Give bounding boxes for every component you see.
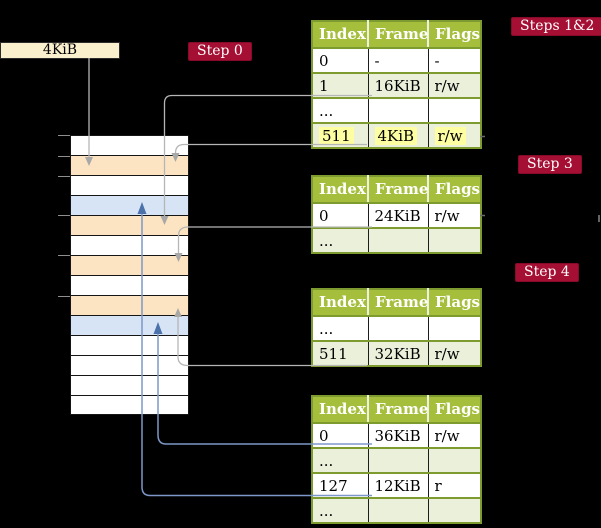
memory-row-9	[71, 296, 188, 316]
table-cell: ...	[311, 497, 369, 524]
table-cell	[428, 227, 482, 254]
memory-row-4	[71, 196, 188, 216]
memory-row-14	[71, 396, 188, 414]
memory-row-13	[71, 376, 188, 396]
table-cell	[368, 227, 429, 254]
page-size-box: 4KiB	[0, 42, 120, 59]
column-header: Frame	[367, 288, 429, 317]
table-cell: ...	[311, 447, 369, 474]
table-cell	[368, 497, 429, 524]
table-cell: 32KiB	[368, 340, 429, 367]
table-cell: r/w	[428, 422, 482, 449]
table-cell: 0	[311, 422, 369, 449]
memory-row-7	[71, 256, 188, 276]
badge-step-4: Step 4	[515, 263, 579, 282]
table-cell	[428, 315, 482, 342]
column-header: Index	[311, 288, 369, 317]
table-cell: ...	[311, 97, 369, 124]
table-cell: ...	[311, 227, 369, 254]
table-cell: r/w	[428, 340, 482, 367]
table-cell: 0	[311, 202, 369, 229]
table-cell: 36KiB	[368, 422, 429, 449]
memory-row-8	[71, 276, 188, 296]
column-header: Frame	[367, 395, 429, 424]
table-cell: 127	[311, 472, 369, 499]
table-cell: -	[428, 47, 482, 74]
table-cell	[368, 447, 429, 474]
column-header: Flags	[427, 20, 482, 49]
table-cell: r/w	[428, 72, 482, 99]
badge-step-3: Step 3	[518, 155, 582, 174]
column-header: Index	[311, 175, 369, 204]
table-row: ...	[311, 97, 482, 124]
column-header: Flags	[427, 395, 482, 424]
table-cell: r/w	[428, 202, 482, 229]
table-cell	[368, 97, 429, 124]
memory-row-3	[71, 176, 188, 196]
table-cell: r	[428, 472, 482, 499]
memory-row-5	[71, 216, 188, 236]
table-row: ...	[311, 315, 482, 342]
table-cell	[368, 315, 429, 342]
table-cell: 16KiB	[368, 72, 429, 99]
memory-row-11	[71, 336, 188, 356]
table-cell: 511	[311, 340, 369, 367]
table-cell: r/w	[428, 122, 482, 149]
column-header: Index	[311, 395, 369, 424]
table-cell: 24KiB	[368, 202, 429, 229]
table-row: ...	[311, 447, 482, 474]
table-cell	[428, 447, 482, 474]
table-row: ...	[311, 227, 482, 254]
table-cell: -	[368, 47, 429, 74]
memory-row-10	[71, 316, 188, 336]
table-cell: ...	[311, 315, 369, 342]
memory-tick-marks	[58, 135, 70, 297]
badge-step-0: Step 0	[188, 42, 252, 61]
table-row: 0--	[311, 47, 482, 74]
column-header: Flags	[427, 288, 482, 317]
memory-row-2	[71, 156, 188, 176]
column-header: Frame	[367, 175, 429, 204]
table-cell: 1	[311, 72, 369, 99]
table-cell	[428, 97, 482, 124]
column-header: Flags	[427, 175, 482, 204]
table-cell	[428, 497, 482, 524]
badge-steps-1-2: Steps 1&2	[511, 17, 601, 36]
column-header: Index	[311, 20, 369, 49]
table-row: ...	[311, 497, 482, 524]
table-cell: 12KiB	[368, 472, 429, 499]
memory-row-6	[71, 236, 188, 256]
table-cell: 0	[311, 47, 369, 74]
table-cell: 4KiB	[368, 122, 429, 149]
memory-column	[70, 135, 189, 415]
memory-row-1	[71, 136, 188, 156]
column-header: Frame	[367, 20, 429, 49]
memory-row-12	[71, 356, 188, 376]
table-cell: 511	[311, 122, 369, 149]
